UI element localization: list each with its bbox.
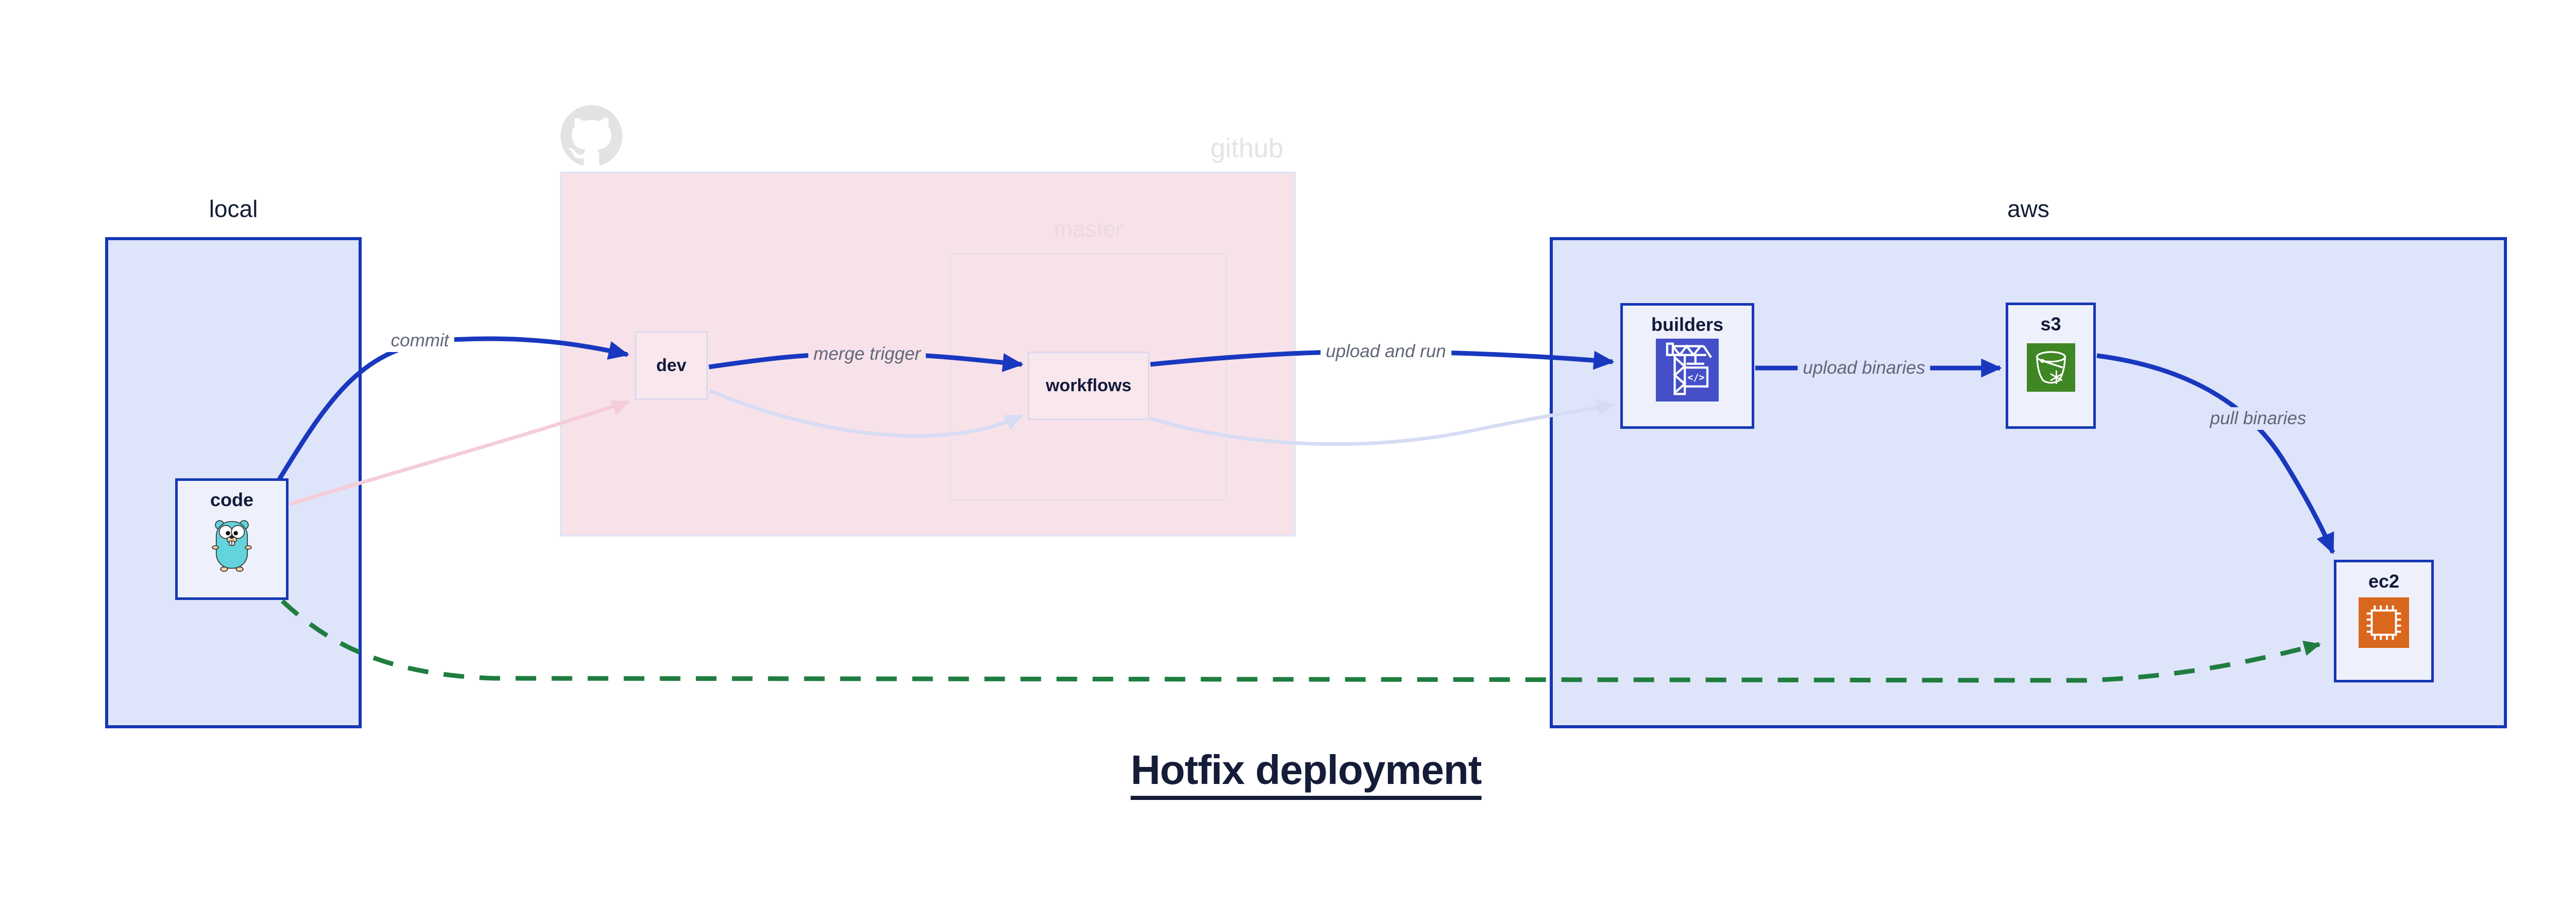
node-s3: s3 [2006,303,2096,429]
node-ec2: ec2 [2334,560,2434,682]
node-builders: builders </> [1620,303,1754,429]
master-branch-box [950,253,1227,500]
aws-ec2-chip-icon [2359,597,2409,648]
node-builders-label: builders [1651,314,1724,335]
node-dev-label: dev [656,356,687,375]
node-ec2-label: ec2 [2368,571,2400,592]
node-code-label: code [210,489,254,510]
node-workflows-label: workflows [1045,376,1132,395]
node-code: code [175,478,289,600]
node-s3-label: s3 [2040,313,2061,335]
edge-label-upload-and-run: upload and run [1320,340,1451,363]
aws-s3-glacier-bucket-icon [2026,343,2075,392]
node-dev: dev [635,331,708,400]
go-gopher-icon [212,520,252,572]
github-group-label: github [1210,133,1283,163]
edge-label-commit: commit [385,329,454,352]
edge-label-pull-binaries: pull binaries [2205,407,2312,430]
node-workflows: workflows [1028,352,1149,420]
codebuild-code-glyph: </> [1688,373,1705,383]
edge-label-upload-binaries: upload binaries [1798,357,1930,379]
master-branch-label: master [1054,216,1123,242]
local-group-label: local [209,195,258,222]
edge-label-merge-trigger: merge trigger [808,343,926,365]
diagram-title: Hotfix deployment [1130,746,1482,800]
aws-codebuild-crane-icon: </> [1656,339,1719,402]
github-octocat-icon [561,105,622,166]
aws-group-label: aws [2007,195,2049,222]
